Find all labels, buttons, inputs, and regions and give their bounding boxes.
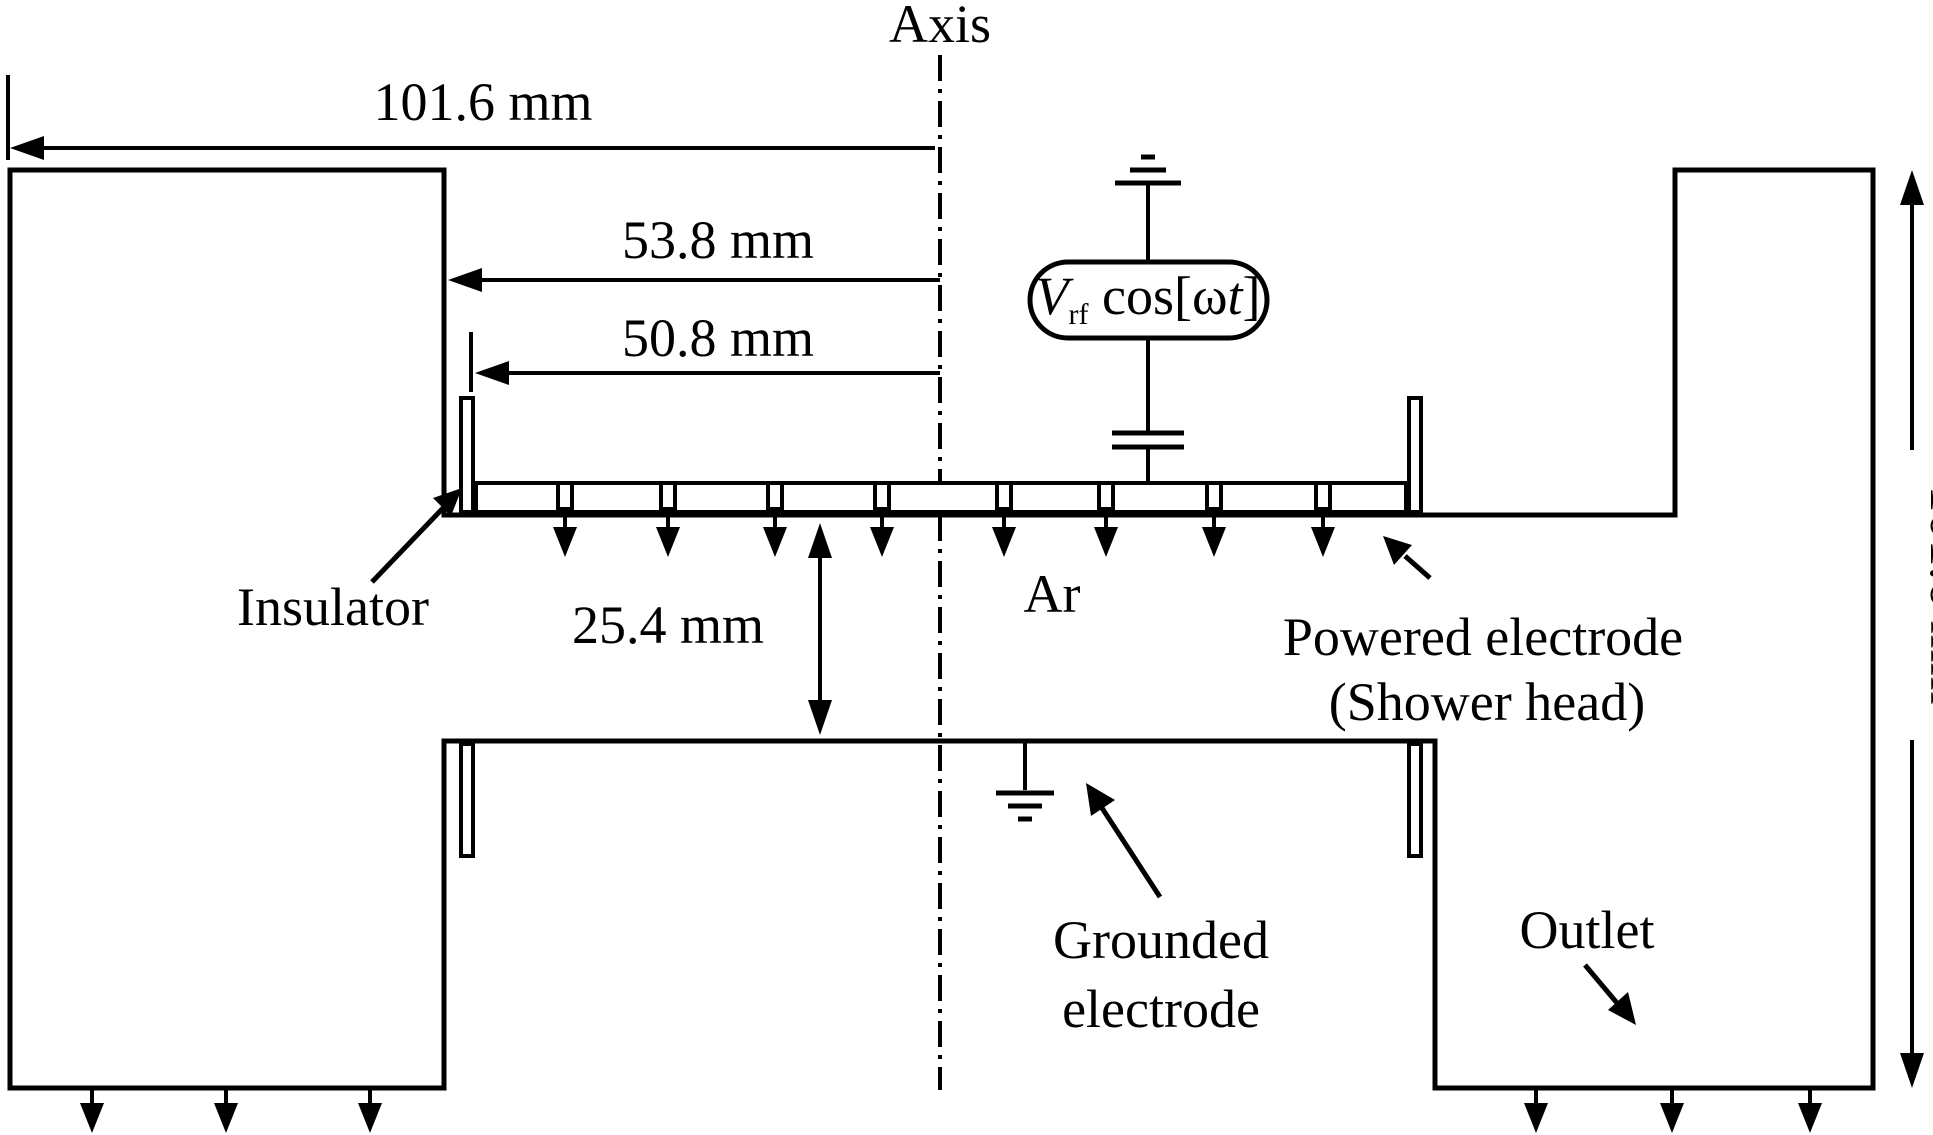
nozzle bbox=[995, 481, 1013, 511]
gas-inlet-nozzles bbox=[553, 481, 1335, 557]
outer-radius-label: 101.6 mm bbox=[373, 72, 592, 132]
gap-arrowhead-bottom bbox=[808, 700, 832, 735]
outlet-flow-arrowhead bbox=[358, 1103, 382, 1133]
grounded-pointer-head bbox=[1086, 783, 1115, 816]
grounded-pointer bbox=[1099, 806, 1163, 899]
grounded-label-line1: Grounded bbox=[1053, 910, 1269, 970]
gas-flow-arrowhead bbox=[1311, 527, 1335, 557]
gas-flow-arrowhead bbox=[553, 527, 577, 557]
insulator-label: Insulator bbox=[237, 577, 429, 637]
electrode-radius-label: 50.8 mm bbox=[622, 308, 814, 368]
powered-pointer bbox=[1403, 554, 1432, 580]
outlet-flow-arrowhead bbox=[1798, 1103, 1822, 1133]
rf-ground-icon bbox=[1115, 154, 1181, 186]
outlet-flow-arrowhead bbox=[214, 1103, 238, 1133]
outlet-flow-arrowhead bbox=[80, 1103, 104, 1133]
height-arrowhead-bottom bbox=[1900, 1053, 1924, 1088]
height-arrowhead-top bbox=[1900, 170, 1924, 205]
nozzle bbox=[873, 481, 891, 511]
rf-source-label: Vrf cos[ωt] bbox=[1036, 266, 1261, 331]
outlet-label: Outlet bbox=[1520, 900, 1655, 960]
gas-flow-arrowhead bbox=[1202, 527, 1226, 557]
outlet-pointer bbox=[1583, 963, 1619, 1005]
nozzle bbox=[659, 481, 677, 511]
grounded-label-line2: electrode bbox=[1062, 979, 1260, 1039]
gas-flow-arrowhead bbox=[763, 527, 787, 557]
electrode-radius-arrowhead bbox=[475, 361, 509, 385]
nozzle bbox=[1314, 481, 1332, 511]
height-label: 101.6 mm bbox=[1919, 485, 1933, 704]
chamber-radius-arrowhead bbox=[448, 268, 482, 292]
insulator-left-lower bbox=[459, 742, 475, 858]
powered-pointer-head bbox=[1383, 536, 1412, 565]
powered-label-line2: (Shower head) bbox=[1329, 672, 1645, 732]
nozzle bbox=[1205, 481, 1223, 511]
gap-arrowhead-top bbox=[808, 523, 832, 558]
gap-label: 25.4 mm bbox=[572, 595, 764, 655]
chamber-radius-label: 53.8 mm bbox=[622, 210, 814, 270]
outlet-flow-arrows bbox=[80, 1088, 1822, 1133]
gas-flow-arrowhead bbox=[656, 527, 680, 557]
nozzle bbox=[766, 481, 784, 511]
insulator-left-upper bbox=[459, 396, 475, 514]
insulator-right-upper bbox=[1407, 396, 1423, 514]
powered-label-line1: Powered electrode bbox=[1283, 607, 1683, 667]
gas-flow-arrowhead bbox=[870, 527, 894, 557]
axis-label: Axis bbox=[889, 0, 991, 54]
powered-electrode bbox=[474, 481, 1408, 514]
outlet-flow-arrowhead bbox=[1660, 1103, 1684, 1133]
insulator-right-lower bbox=[1407, 742, 1423, 858]
gas-flow-arrowhead bbox=[1094, 527, 1118, 557]
outer-radius-arrowhead bbox=[10, 136, 44, 160]
capacitor-icon bbox=[1112, 430, 1184, 450]
chamber-wall bbox=[7, 167, 1876, 1091]
electrode-ground-icon bbox=[996, 743, 1054, 822]
outlet-pointer-head bbox=[1608, 992, 1636, 1025]
gas-label: Ar bbox=[1024, 564, 1081, 624]
nozzle bbox=[556, 481, 574, 511]
gas-flow-arrowhead bbox=[992, 527, 1016, 557]
nozzle bbox=[1097, 481, 1115, 511]
rf-source-box bbox=[1027, 259, 1270, 341]
insulator-pointer bbox=[370, 503, 448, 584]
insulator-pointer-head bbox=[433, 488, 462, 516]
outlet-flow-arrowhead bbox=[1524, 1103, 1548, 1133]
